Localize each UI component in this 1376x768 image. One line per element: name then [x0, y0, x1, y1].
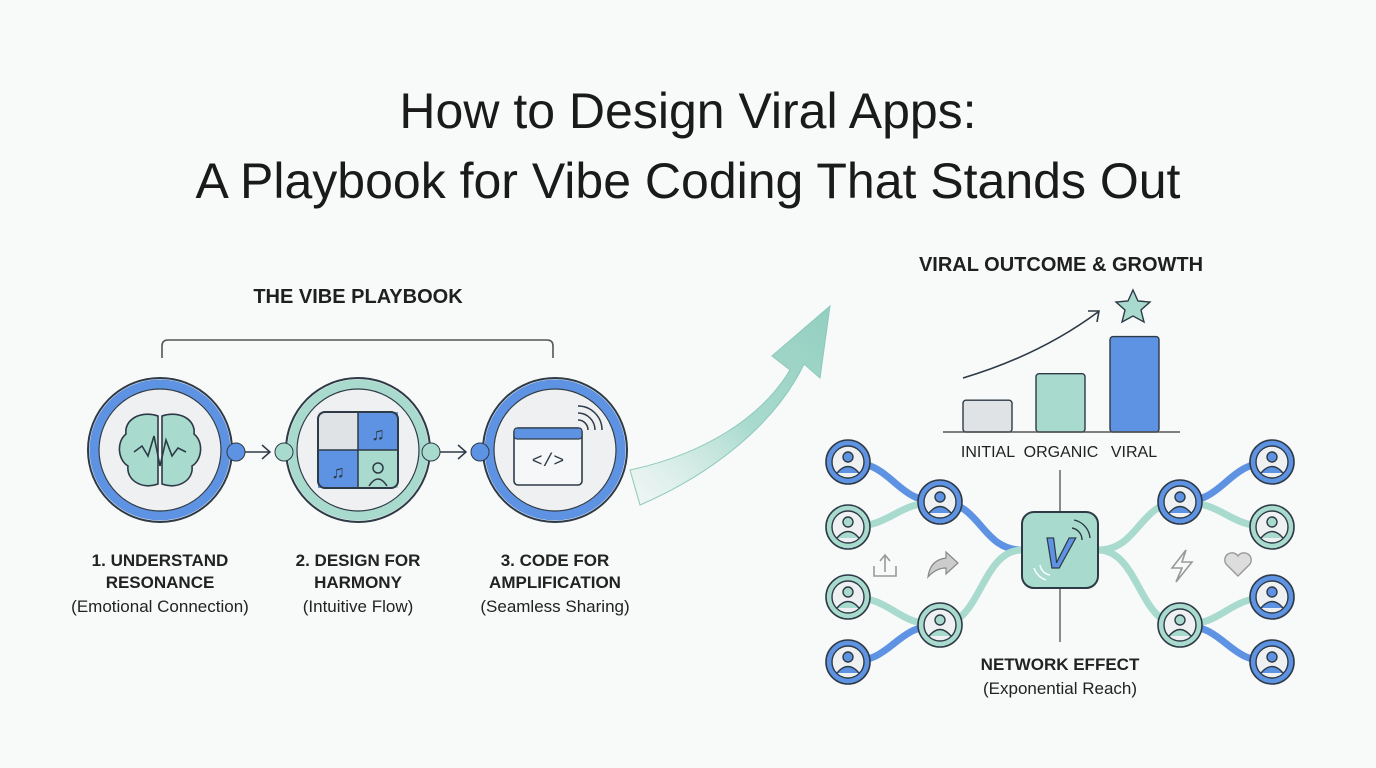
bar-organic: [1035, 373, 1086, 433]
user-avatar-icon: [1249, 574, 1295, 620]
step-2-subtitle: (Intuitive Flow): [303, 597, 414, 616]
step-3-title: 3. CODE FOR: [501, 551, 610, 570]
step-1-circle: [87, 377, 233, 523]
step-2-circle: ♫ ♫: [285, 377, 431, 523]
hub-letter: V: [1043, 529, 1076, 578]
step-3-circle: </>: [482, 377, 628, 523]
user-avatar-icon: [825, 639, 871, 685]
user-avatar-icon: [825, 504, 871, 550]
lightning-icon: [1170, 549, 1194, 583]
growth-arrow: [629, 304, 831, 506]
network-nodes: [825, 439, 1295, 685]
code-window-icon: </>: [513, 405, 603, 486]
user-avatar-icon: [1249, 504, 1295, 550]
bracket: [161, 339, 554, 358]
step-2-title-2: HARMONY: [314, 573, 402, 592]
bar-label-organic: ORGANIC: [1024, 444, 1099, 461]
star-icon: [1114, 288, 1152, 324]
svg-text:♫: ♫: [371, 424, 385, 444]
hub-logo: V: [1021, 511, 1099, 589]
forward-icon: [927, 550, 959, 579]
network-label: NETWORK EFFECT: [981, 655, 1140, 674]
step-1-subtitle: (Emotional Connection): [71, 597, 249, 616]
bar-initial: [962, 399, 1013, 433]
network-sublabel: (Exponential Reach): [983, 679, 1137, 698]
user-avatar-icon: [825, 439, 871, 485]
connector-1-2: [226, 442, 294, 462]
user-avatar-icon: [1157, 479, 1203, 525]
user-avatar-icon: [917, 479, 963, 525]
share-icon: [873, 553, 897, 577]
playbook-heading: THE VIBE PLAYBOOK: [253, 286, 463, 308]
heart-icon: [1224, 552, 1252, 577]
user-avatar-icon: [825, 574, 871, 620]
title-line-1: How to Design Viral Apps:: [399, 83, 976, 139]
step-1-title: 1. UNDERSTAND: [92, 551, 229, 570]
user-avatar-icon: [1157, 602, 1203, 648]
step-1-title-2: RESONANCE: [106, 573, 215, 592]
bar-label-initial: INITIAL: [961, 444, 1015, 461]
user-avatar-icon: [1249, 639, 1295, 685]
step-3-title-2: AMPLIFICATION: [489, 573, 621, 592]
growth-bars: [962, 335, 1160, 433]
connector-2-3: [421, 442, 490, 462]
title-line-2: A Playbook for Vibe Coding That Stands O…: [196, 153, 1181, 209]
growth-curve-arrow: [962, 310, 1100, 379]
bar-label-viral: VIRAL: [1111, 444, 1157, 461]
outcome-heading: VIRAL OUTCOME & GROWTH: [919, 254, 1203, 276]
step-2-title: 2. DESIGN FOR: [296, 551, 421, 570]
svg-text:</>: </>: [532, 452, 564, 472]
svg-text:♫: ♫: [331, 462, 345, 482]
puzzle-icon: ♫ ♫: [317, 411, 399, 489]
bar-viral: [1109, 335, 1160, 433]
user-avatar-icon: [917, 602, 963, 648]
user-avatar-icon: [1249, 439, 1295, 485]
brain-icon: [118, 413, 202, 487]
step-3-subtitle: (Seamless Sharing): [480, 597, 629, 616]
